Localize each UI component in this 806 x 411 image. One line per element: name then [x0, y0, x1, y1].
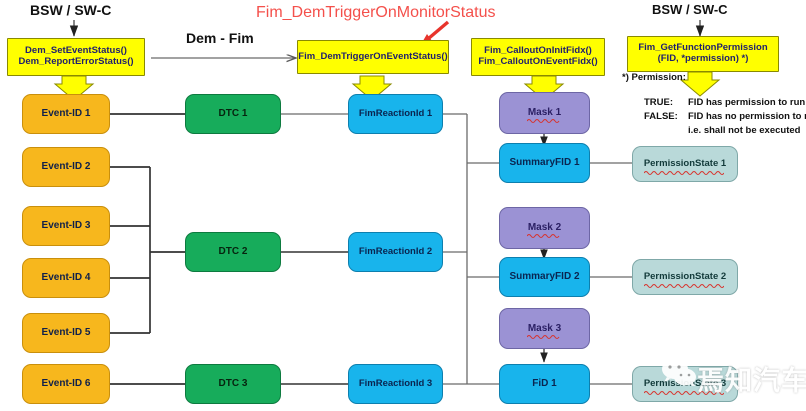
api-line: Fim_CalloutOnEventFidx() — [478, 56, 598, 67]
permission-state-box-1[interactable]: PermissionState 1 — [632, 146, 738, 182]
fid-label: FiD 1 — [532, 378, 557, 390]
mask-box-3[interactable]: Mask 3 — [499, 308, 590, 349]
api-box-dem[interactable]: Dem_SetEventStatus() Dem_ReportErrorStat… — [7, 38, 145, 76]
bsw-swc-label-right: BSW / SW-C — [652, 2, 728, 17]
fid-label: SummaryFID 1 — [509, 157, 580, 169]
api-line: Fim_GetFunctionPermission — [638, 42, 768, 54]
watermark-text: 焉知汽车 — [697, 366, 806, 397]
permission-state-label: PermissionState 1 — [643, 157, 727, 169]
api-line: Dem_SetEventStatus() — [25, 45, 127, 57]
event-id-label: Event-ID 2 — [41, 161, 91, 173]
legend-value: i.e. shall not be executed — [688, 124, 801, 136]
fim-reaction-box-1[interactable]: FimReactionId 1 — [348, 94, 443, 134]
api-line: Fim_CalloutOnInitFidx() — [484, 45, 592, 57]
fim-dem-trigger-on-monitor-status-label: Fim_DemTriggerOnMonitorStatus — [256, 4, 496, 21]
legend-key: FALSE: — [644, 110, 678, 122]
summary-fid-box-2[interactable]: SummaryFID 2 — [499, 257, 590, 297]
mask-label: Mask 3 — [527, 322, 562, 334]
legend-key: TRUE: — [644, 97, 674, 108]
permission-state-label: PermissionState 2 — [643, 270, 727, 282]
mask-label: Mask 1 — [527, 107, 562, 119]
dtc-label: DTC 3 — [218, 378, 248, 390]
api-line: Dem_ReportErrorStatus() — [18, 56, 134, 67]
fim-reaction-label: FimReactionId 2 — [358, 245, 433, 257]
api-line: Fim_DemTriggerOnEventStatus() — [298, 50, 448, 62]
fim-reaction-label: FimReactionId 1 — [358, 107, 433, 119]
permission-state-box-2[interactable]: PermissionState 2 — [632, 259, 738, 295]
event-id-label: Event-ID 1 — [41, 108, 91, 120]
dem-fim-label: Dem - Fim — [186, 30, 254, 46]
legend-row: TRUE: FID has permission to run — [644, 96, 806, 110]
wechat-logo-icon — [662, 359, 696, 386]
api-box-fim-permission[interactable]: Fim_GetFunctionPermission (FID, *permiss… — [627, 36, 779, 72]
event-id-box-4[interactable]: Event-ID 4 — [22, 258, 110, 298]
api-box-fim-trigger[interactable]: Fim_DemTriggerOnEventStatus() — [297, 40, 449, 74]
legend-key — [644, 124, 688, 138]
permission-legend-header: *) Permission: — [622, 72, 686, 83]
fim-reaction-box-3[interactable]: FimReactionId 3 — [348, 364, 443, 404]
mask-box-1[interactable]: Mask 1 — [499, 92, 590, 134]
api-box-fim-callout[interactable]: Fim_CalloutOnInitFidx() Fim_CalloutOnEve… — [471, 38, 605, 76]
event-id-label: Event-ID 3 — [41, 220, 91, 232]
dtc-label: DTC 2 — [218, 246, 248, 258]
event-id-label: Event-ID 6 — [41, 378, 91, 390]
fim-reaction-label: FimReactionId 3 — [358, 377, 433, 389]
dtc-box-2[interactable]: DTC 2 — [185, 232, 281, 272]
fid-label: SummaryFID 2 — [509, 271, 580, 283]
event-id-box-5[interactable]: Event-ID 5 — [22, 313, 110, 353]
permission-legend: TRUE: FID has permission to run FALSE: F… — [644, 96, 806, 137]
mask-box-2[interactable]: Mask 2 — [499, 207, 590, 249]
legend-row: FALSE: FID has no permission to run, — [644, 110, 806, 124]
mask-label: Mask 2 — [527, 222, 562, 234]
dtc-label: DTC 1 — [218, 108, 248, 120]
event-id-box-1[interactable]: Event-ID 1 — [22, 94, 110, 134]
summary-fid-box-1[interactable]: SummaryFID 1 — [499, 143, 590, 183]
dtc-box-3[interactable]: DTC 3 — [185, 364, 281, 404]
legend-value: FID has no permission to run, — [688, 110, 806, 122]
legend-value: FID has permission to run — [688, 97, 806, 108]
event-id-label: Event-ID 5 — [41, 327, 91, 339]
fid-box-1[interactable]: FiD 1 — [499, 364, 590, 404]
event-id-box-2[interactable]: Event-ID 2 — [22, 147, 110, 187]
dtc-box-1[interactable]: DTC 1 — [185, 94, 281, 134]
event-id-label: Event-ID 4 — [41, 272, 91, 284]
fim-reaction-box-2[interactable]: FimReactionId 2 — [348, 232, 443, 272]
api-line: (FID, *permission) *) — [657, 53, 749, 64]
event-id-box-3[interactable]: Event-ID 3 — [22, 206, 110, 246]
bsw-swc-label-left: BSW / SW-C — [30, 2, 112, 18]
legend-row: i.e. shall not be executed — [644, 124, 806, 138]
event-id-box-6[interactable]: Event-ID 6 — [22, 364, 110, 404]
